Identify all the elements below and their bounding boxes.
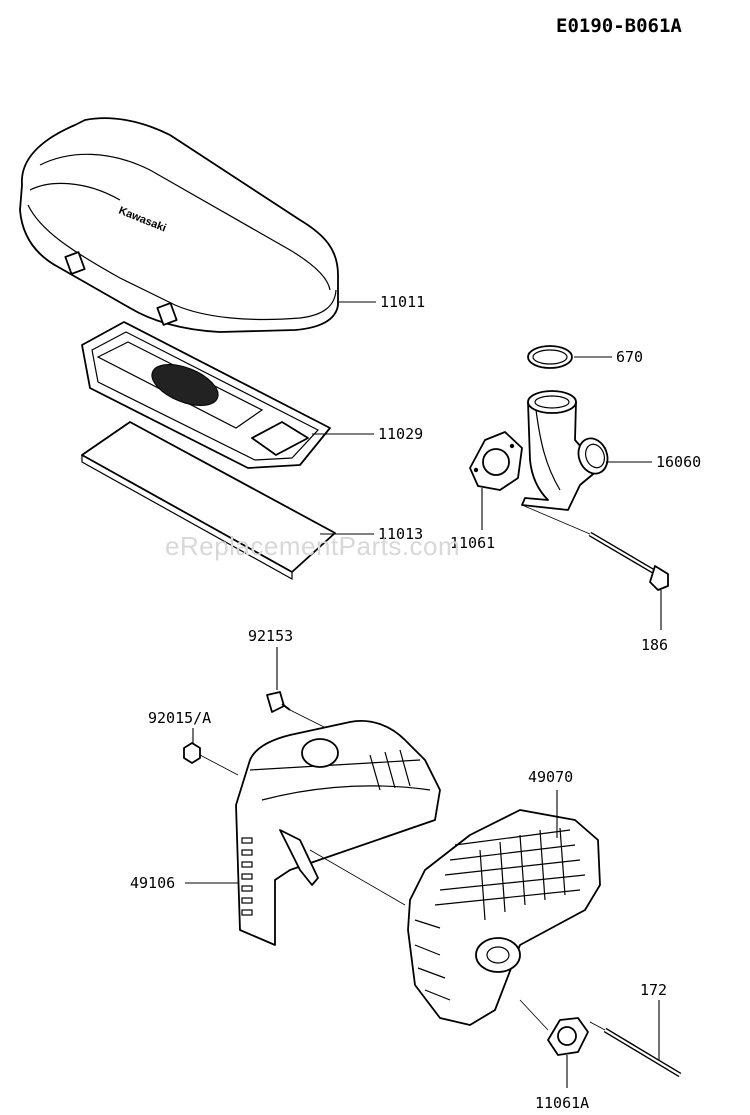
watermark: eReplacementParts.com: [165, 531, 460, 561]
elbow-gasket[interactable]: [469, 431, 523, 491]
label-186[interactable]: 186: [641, 636, 668, 654]
label-16060[interactable]: 16060: [656, 453, 701, 471]
elbow-bolt[interactable]: [588, 531, 669, 591]
muffler-stud[interactable]: [603, 1027, 682, 1078]
shield-nut[interactable]: [183, 742, 201, 764]
label-11061a[interactable]: 11061A: [535, 1094, 589, 1112]
label-172[interactable]: 172: [640, 981, 667, 999]
label-11011[interactable]: 11011: [380, 293, 425, 311]
exhaust-gasket[interactable]: [547, 1017, 589, 1056]
label-670[interactable]: 670: [616, 348, 643, 366]
muffler-heat-shield[interactable]: [235, 720, 441, 946]
foam-pre-filter[interactable]: [81, 421, 336, 581]
label-92015a[interactable]: 92015/A: [148, 709, 211, 727]
air-inlet-elbow[interactable]: [521, 390, 612, 511]
air-filter-element[interactable]: [81, 321, 331, 469]
label-49106[interactable]: 49106: [130, 874, 175, 892]
label-11029[interactable]: 11029: [378, 425, 423, 443]
diagram-code: E0190-B061A: [556, 15, 682, 37]
shield-bolt[interactable]: [266, 691, 291, 713]
air-cleaner-cover[interactable]: Kawasaki: [19, 117, 339, 333]
label-11061[interactable]: 11061: [450, 534, 495, 552]
label-49070[interactable]: 49070: [528, 768, 573, 786]
label-11013[interactable]: 11013: [378, 525, 423, 543]
o-ring[interactable]: [527, 345, 573, 369]
muffler[interactable]: [407, 809, 601, 1026]
label-92153[interactable]: 92153: [248, 627, 293, 645]
